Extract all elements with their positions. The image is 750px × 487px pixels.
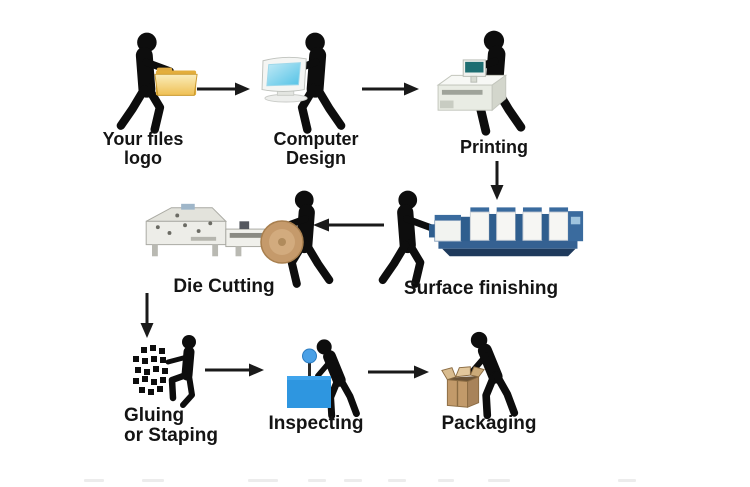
label-surface-finishing: Surface finishing xyxy=(403,278,559,299)
glue-dots-icon xyxy=(133,345,168,395)
carton-box-icon xyxy=(441,366,485,408)
folder-icon xyxy=(154,67,198,96)
inspection-table-icon xyxy=(287,348,331,408)
offset-press-icon xyxy=(429,207,584,257)
computer-icon xyxy=(261,56,308,103)
arrow-right-3 xyxy=(205,363,264,377)
label-gluing: Gluing or Staping xyxy=(124,405,218,446)
arrow-down-2 xyxy=(140,293,154,338)
die-cutting-machine-icon xyxy=(145,203,287,257)
label-packaging: Packaging xyxy=(441,413,537,434)
label-computer-design: Computer Design xyxy=(273,129,359,168)
label-your-files: Your files logo xyxy=(102,129,184,168)
arrow-down-1 xyxy=(490,161,504,200)
crouching-person-icon xyxy=(160,332,210,416)
arrow-left-1 xyxy=(313,218,384,232)
label-printing: Printing xyxy=(460,137,528,157)
arrow-right-1 xyxy=(197,82,250,96)
arrow-right-2 xyxy=(362,82,419,96)
printer-icon xyxy=(436,59,508,112)
arrow-right-4 xyxy=(368,365,429,379)
label-inspecting: Inspecting xyxy=(268,413,364,434)
label-die-cutting: Die Cutting xyxy=(173,276,275,297)
paper-roll-icon xyxy=(260,220,304,264)
